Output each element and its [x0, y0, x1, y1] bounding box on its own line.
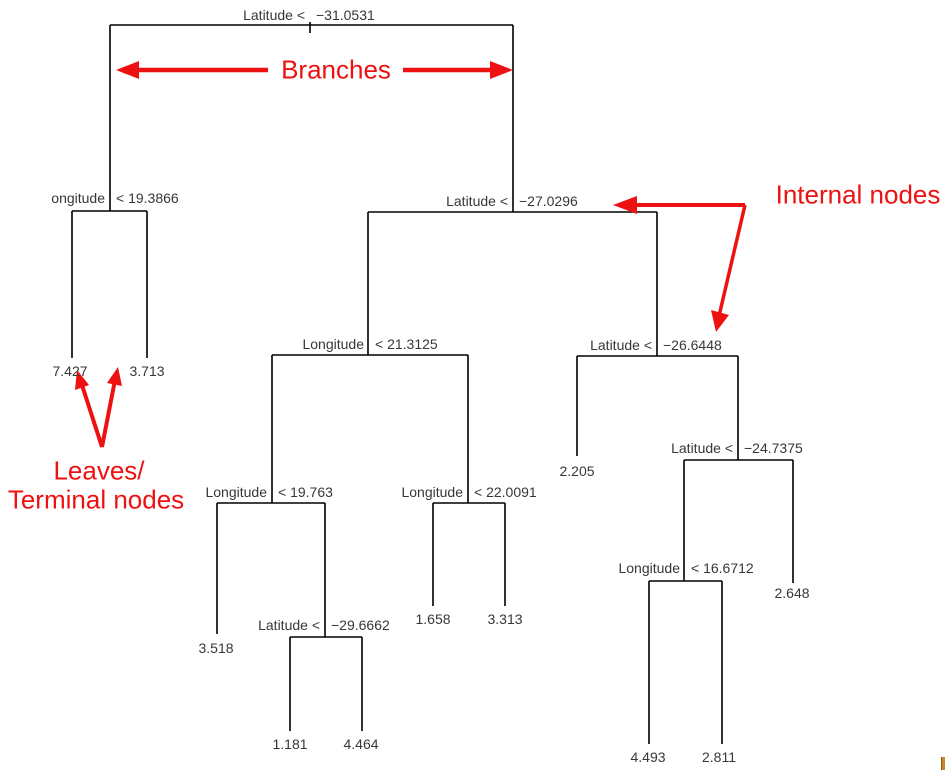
split-label-right: < 22.0091: [474, 484, 537, 500]
leaves-arrow-left-line: [79, 381, 104, 448]
internal-nodes-annotation-label: Internal nodes: [775, 179, 941, 210]
leaves-arrow-right-line: [100, 379, 117, 448]
leaf-value: 3.518: [198, 640, 234, 656]
leaf-value: 1.181: [272, 736, 308, 752]
split-label-right: −26.6448: [663, 337, 722, 353]
internal-nodes-arrow: [613, 196, 747, 332]
split-label-left: Latitude <: [446, 193, 508, 209]
split-label-left: Longitude: [618, 560, 680, 576]
split-label-left: Longitude: [205, 484, 267, 500]
leaf-value: 4.464: [343, 736, 379, 752]
leaf-value: 3.313: [487, 611, 523, 627]
internal-arrow-left-head: [613, 196, 637, 214]
split-label-left: Longitude: [302, 336, 364, 352]
leaves-arrow: [75, 367, 122, 448]
tree-branch-lines: [71, 22, 794, 744]
leaves-annotation-line2: Terminal nodes: [7, 484, 185, 515]
split-label-right: < 21.3125: [375, 336, 438, 352]
branches-annotation-label: Branches: [281, 54, 391, 85]
split-label-left: Latitude <: [258, 617, 320, 633]
split-label-right: −29.6662: [331, 617, 390, 633]
split-label-left: Latitude <: [590, 337, 652, 353]
split-label-right: < 19.3866: [116, 190, 179, 206]
split-label-right: < 16.6712: [691, 560, 754, 576]
split-label-right: −24.7375: [744, 440, 803, 456]
leaf-value: 2.811: [702, 749, 736, 765]
split-label-left: Latitude <: [671, 440, 733, 456]
leaves-annotation-line1: Leaves/: [53, 455, 145, 486]
split-label-right: −31.0531: [316, 7, 375, 23]
edge-artifact: [941, 757, 945, 770]
leaf-value: 2.648: [774, 585, 810, 601]
leaf-value: 7.427: [52, 363, 88, 379]
branches-arrow: [116, 61, 513, 79]
internal-arrow-down-head: [711, 310, 729, 332]
branches-arrow-left-head: [116, 61, 139, 79]
branches-arrow-right-head: [490, 61, 513, 79]
split-label-left: ongitude: [51, 190, 105, 206]
leaf-value: 2.205: [559, 463, 595, 479]
leaves-arrow-left-head: [75, 370, 89, 390]
leaf-value: 3.713: [129, 363, 165, 379]
internal-arrow-diagonal-line: [717, 204, 747, 317]
leaf-value: 1.658: [415, 611, 451, 627]
split-label-right: −27.0296: [519, 193, 578, 209]
leaf-value: 4.493: [630, 749, 666, 765]
leaves-arrow-right-head: [107, 367, 122, 386]
split-label-left: Latitude <: [243, 7, 305, 23]
split-label-left: Longitude: [401, 484, 463, 500]
split-label-right: < 19.763: [278, 484, 333, 500]
